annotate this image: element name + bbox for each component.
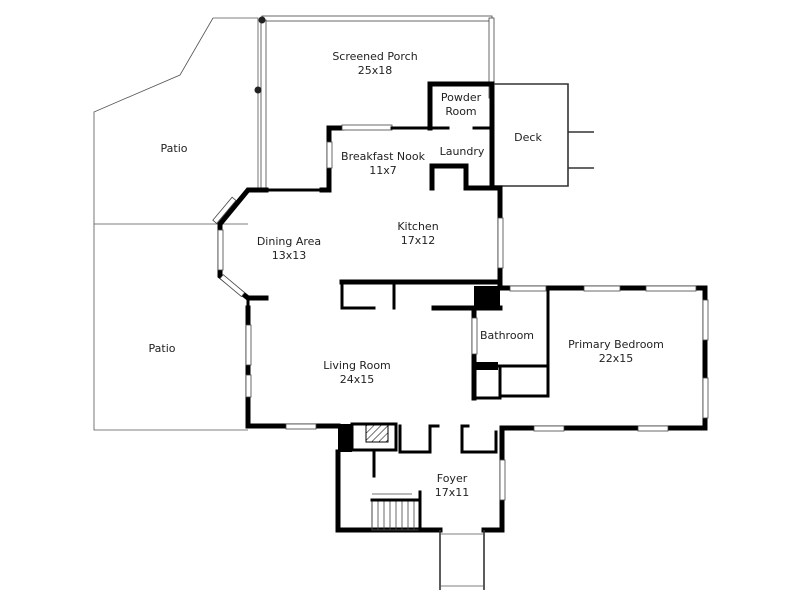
dining-area-name: Dining Area [257, 235, 321, 248]
foyer-name: Foyer [437, 472, 468, 485]
patio-outlines [93, 17, 259, 431]
foyer-walls [335, 424, 506, 533]
breakfast-nook-name: Breakfast Nook [341, 150, 426, 163]
deck-outline [494, 83, 594, 187]
powder-room-name-line1: Powder [441, 91, 482, 104]
powder-room-walls [427, 81, 495, 131]
living-room-name: Living Room [323, 359, 391, 372]
powder-room-name-line2: Room [445, 105, 476, 118]
primary-bedroom-name: Primary Bedroom [568, 338, 664, 351]
kitchen-size: 17x12 [401, 234, 436, 247]
living-room-size: 24x15 [340, 373, 375, 386]
front-walkway [439, 530, 485, 590]
room-labels: Screened Porch 25x18 Powder Room Deck Br… [149, 50, 664, 499]
deck-name: Deck [514, 131, 542, 144]
laundry-name: Laundry [440, 145, 485, 158]
fireplace [338, 422, 398, 452]
dining-area-walls [212, 187, 269, 322]
bathroom-name: Bathroom [480, 329, 534, 342]
screened-porch-walls [254, 15, 495, 192]
breakfast-nook-size: 11x7 [369, 164, 397, 177]
kitchen-counter [339, 279, 503, 311]
primary-bedroom-walls [497, 285, 709, 432]
dining-area-size: 13x13 [272, 249, 307, 262]
staircase [370, 450, 422, 532]
patio-lower-name: Patio [149, 342, 176, 355]
kitchen-walls [319, 124, 504, 289]
screened-porch-size: 25x18 [358, 64, 393, 77]
living-room-walls [245, 305, 341, 430]
primary-bedroom-size: 22x15 [599, 352, 634, 365]
bathroom-walls [471, 288, 550, 401]
foyer-size: 17x11 [435, 486, 470, 499]
screened-porch-name: Screened Porch [332, 50, 417, 63]
kitchen-name: Kitchen [397, 220, 438, 233]
patio-upper-name: Patio [161, 142, 188, 155]
